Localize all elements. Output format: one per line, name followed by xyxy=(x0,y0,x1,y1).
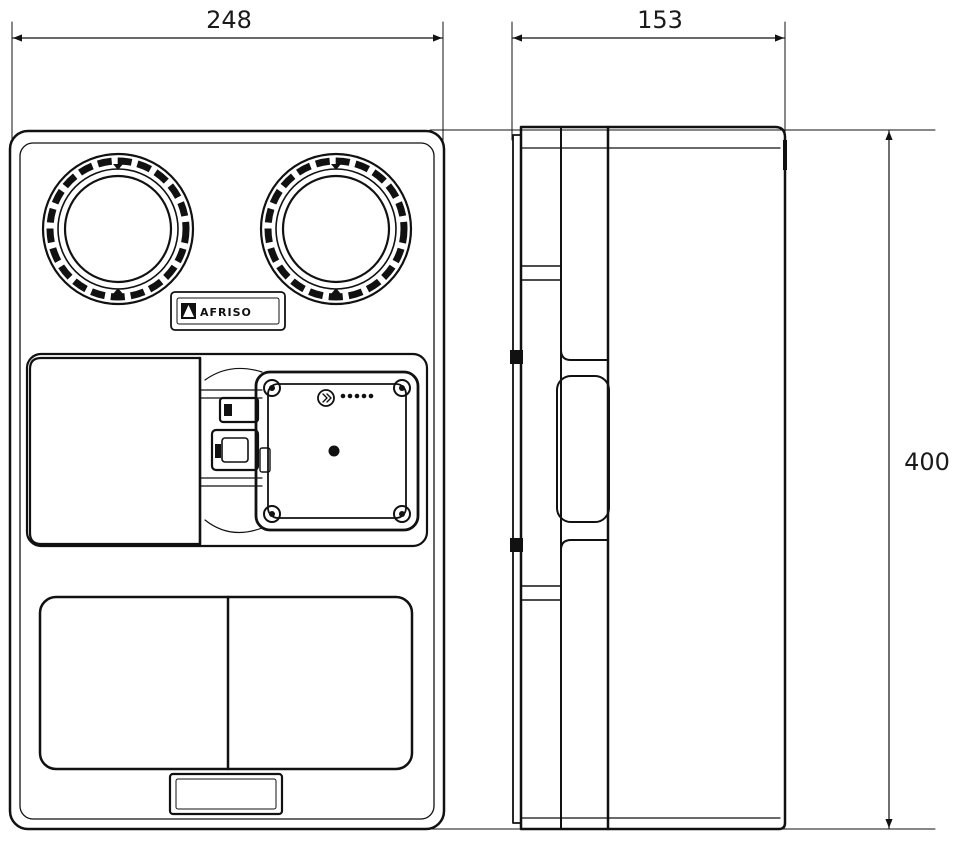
pump-recess xyxy=(25,352,429,548)
side-handle-recess xyxy=(560,265,609,599)
pump-piping xyxy=(199,367,263,534)
left-connection-top-marker xyxy=(113,164,123,170)
right-connection-top-marker xyxy=(331,164,341,170)
width-dimension-label: 248 xyxy=(206,6,252,34)
brand-logo: AFRISO xyxy=(170,291,286,331)
depth-dimension-label: 153 xyxy=(637,6,683,34)
right-connection-bottom-marker xyxy=(331,288,341,294)
left-pipe-connection xyxy=(41,152,195,306)
side-clips xyxy=(510,140,787,601)
pump-center-screw xyxy=(328,445,340,457)
front-view: AFRISO xyxy=(8,129,446,831)
brand-logo-text: AFRISO xyxy=(200,306,252,319)
height-dimension: 400 xyxy=(429,129,950,830)
width-dimension: 248 xyxy=(11,6,444,141)
depth-dimension: 153 xyxy=(511,6,786,141)
side-handle-grip xyxy=(556,375,610,523)
pump-mode-button xyxy=(317,389,335,407)
side-view xyxy=(510,125,787,831)
front-housing-inner-edge xyxy=(19,142,435,820)
triangle-logo-icon xyxy=(183,305,194,317)
pump-status-leds xyxy=(340,393,374,399)
front-housing-outline xyxy=(8,129,446,831)
right-pipe-connection xyxy=(259,152,413,306)
bottom-label-slot xyxy=(168,772,284,816)
bottom-cover xyxy=(38,595,414,816)
height-dimension-label: 400 xyxy=(904,448,950,476)
side-housing-outline xyxy=(519,125,787,831)
circulation-pump xyxy=(254,370,420,532)
left-connection-bottom-marker xyxy=(113,288,123,294)
pump-cover-panel xyxy=(28,356,202,546)
pump-electrical-connectors xyxy=(210,396,260,472)
